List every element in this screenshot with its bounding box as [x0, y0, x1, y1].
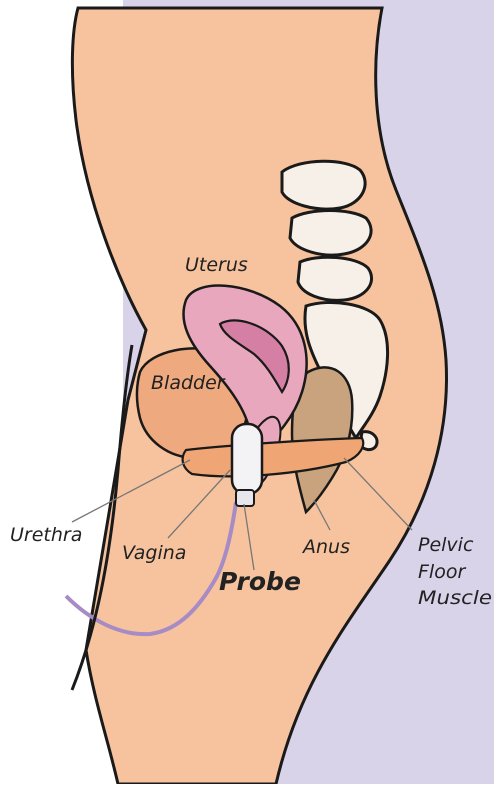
- label-vagina: Vagina: [122, 542, 186, 564]
- vertebra: [290, 211, 371, 256]
- label-bladder: Bladder: [151, 372, 226, 394]
- label-pelvic-floor-muscle-2: Floor: [418, 561, 466, 583]
- label-anus: Anus: [301, 536, 350, 558]
- vertebra: [298, 257, 372, 300]
- label-urethra: Urethra: [10, 524, 82, 546]
- label-probe: Probe: [219, 567, 301, 596]
- label-uterus: Uterus: [185, 254, 248, 276]
- vertebra: [282, 161, 365, 209]
- label-pelvic-floor-muscle-3: Muscle: [418, 587, 492, 609]
- probe-handle: [236, 490, 254, 506]
- label-pelvic-floor-muscle-1: Pelvic: [418, 534, 474, 556]
- probe-body: [232, 424, 262, 494]
